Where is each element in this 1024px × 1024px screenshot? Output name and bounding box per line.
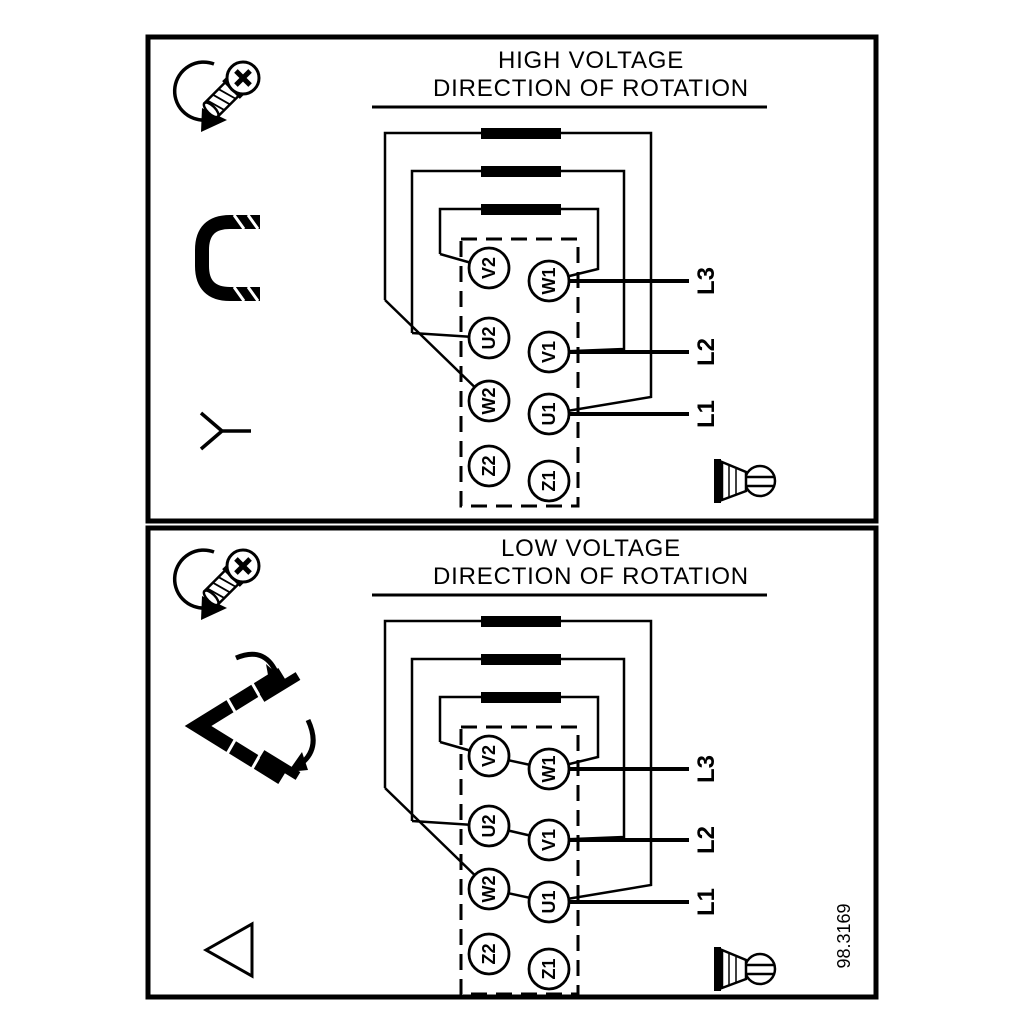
terminal-labels: V2 U2 W2 Z2 W1 V1 U1 Z1 bbox=[479, 257, 559, 492]
terminal-labels: V2 U2 W2 Z2 W1 V1 U1 Z1 bbox=[479, 745, 559, 980]
supply-lines bbox=[547, 767, 691, 904]
terminal-label: W2 bbox=[479, 876, 499, 903]
panel-title: HIGH VOLTAGE bbox=[498, 47, 684, 74]
supply-label: L2 bbox=[693, 826, 720, 854]
rotate-arrow bbox=[235, 651, 279, 674]
winding-bars bbox=[481, 616, 561, 703]
panel-subtitle: DIRECTION OF ROTATION bbox=[433, 75, 749, 102]
terminal-label: W1 bbox=[539, 268, 559, 295]
delta-symbol-icon bbox=[202, 921, 254, 979]
figure-number: 98.3169 bbox=[834, 903, 854, 968]
supply-label: L3 bbox=[693, 755, 720, 783]
panel-border bbox=[145, 525, 879, 1000]
supply-label: L2 bbox=[693, 338, 720, 366]
star-jumper-icon bbox=[195, 214, 260, 302]
terminal-label: W2 bbox=[479, 388, 499, 415]
supply-label: L3 bbox=[693, 267, 720, 295]
terminal-label: U2 bbox=[479, 814, 499, 837]
terminal-label: Z1 bbox=[539, 958, 559, 979]
terminal-label: V1 bbox=[539, 829, 559, 851]
terminal-label: V2 bbox=[479, 257, 499, 279]
panel-subtitle: DIRECTION OF ROTATION bbox=[433, 563, 749, 590]
supply-label: L1 bbox=[693, 888, 720, 916]
terminal-label: Z2 bbox=[479, 943, 499, 964]
panel-high-voltage: HIGH VOLTAGE DIRECTION OF ROTATION V2 U2… bbox=[145, 34, 879, 524]
rotation-screw-icon bbox=[175, 543, 266, 620]
panel-low-voltage: LOW VOLTAGE DIRECTION OF ROTATION V2 U2 … bbox=[145, 525, 879, 1000]
supply-label: L1 bbox=[693, 400, 720, 428]
panel-title: LOW VOLTAGE bbox=[501, 535, 681, 562]
terminal-label: U1 bbox=[539, 890, 559, 913]
rotation-screw-icon bbox=[175, 55, 266, 132]
screwdriver-icon bbox=[712, 945, 777, 993]
star-symbol-icon bbox=[199, 411, 251, 451]
delta-jumper-icon bbox=[184, 651, 316, 784]
terminal-label: W1 bbox=[539, 756, 559, 783]
terminal-label: Z2 bbox=[479, 455, 499, 476]
terminal-label: U2 bbox=[479, 326, 499, 349]
supply-lines bbox=[547, 279, 691, 416]
terminal-label: Z1 bbox=[539, 470, 559, 491]
supply-labels: L3 L2 L1 bbox=[693, 267, 720, 428]
winding-bars bbox=[481, 128, 561, 215]
panel-low-voltage-content: LOW VOLTAGE DIRECTION OF ROTATION V2 U2 … bbox=[175, 535, 777, 996]
terminal-label: V1 bbox=[539, 341, 559, 363]
terminal-label: U1 bbox=[539, 402, 559, 425]
screwdriver-icon bbox=[712, 457, 777, 505]
panel-border bbox=[145, 34, 879, 524]
terminal-label: V2 bbox=[479, 745, 499, 767]
supply-labels: L3 L2 L1 bbox=[693, 755, 720, 916]
